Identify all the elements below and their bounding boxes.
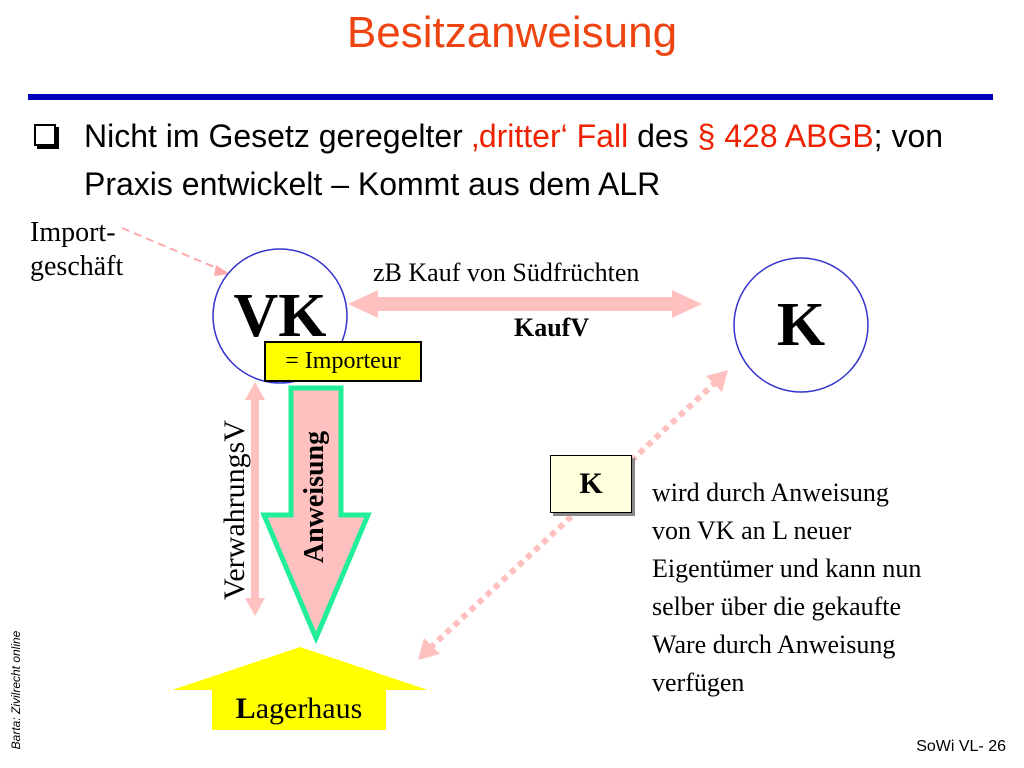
bullet-part-2: ‚dritter‘ Fall bbox=[471, 118, 629, 154]
description-line: Ware durch Anweisung bbox=[652, 630, 896, 659]
description-line: Eigentümer und kann nun bbox=[652, 554, 922, 583]
k-box: K bbox=[550, 455, 632, 513]
bullet-box-icon bbox=[34, 124, 59, 149]
bullet-part-3: des bbox=[628, 118, 698, 154]
import-pointer-arrowhead bbox=[214, 265, 230, 276]
anweisung-label: Anweisung bbox=[299, 430, 330, 564]
lagerhaus-initial: L bbox=[235, 692, 256, 725]
lagerhaus-roof bbox=[172, 647, 428, 690]
description-line: von VK an L neuer bbox=[652, 516, 852, 545]
bullet-part-4: § 428 ABGB bbox=[697, 118, 874, 154]
kaufv-label: KaufV bbox=[514, 313, 590, 342]
k-circle bbox=[733, 257, 869, 393]
bullet-part-1: Nicht im Gesetz geregelter bbox=[84, 118, 472, 154]
bullet-part-5: ; von Praxis entwickelt – Kommt aus dem … bbox=[84, 118, 944, 202]
anweisung-down-arrow bbox=[260, 385, 372, 645]
vk-label: VK bbox=[233, 282, 327, 350]
description-text: wird durch Anweisung von VK an L neuer E… bbox=[652, 474, 992, 702]
verwahrung-label: VerwahrungsV bbox=[218, 420, 251, 600]
description-line: verfügen bbox=[652, 668, 745, 697]
importeur-box: = Importeur bbox=[264, 341, 422, 382]
bullet-text: Nicht im Gesetz geregelter ‚dritter‘ Fal… bbox=[84, 112, 1014, 208]
import-pointer-line bbox=[121, 227, 227, 273]
import-label-line-1: Import- bbox=[30, 217, 116, 248]
page-title: Besitzanweisung bbox=[346, 8, 678, 57]
transfer-arrowhead-top bbox=[706, 370, 728, 392]
verwahrung-double-arrow bbox=[245, 382, 265, 616]
import-label-line-2: geschäft bbox=[30, 251, 124, 282]
lagerhaus-rest: agerhaus bbox=[255, 692, 363, 725]
title-rule bbox=[28, 94, 993, 100]
description-line: wird durch Anweisung bbox=[652, 478, 889, 507]
kauf-example-label: zB Kauf von Südfrüchten bbox=[373, 258, 640, 287]
lagerhaus-box: Lagerhaus bbox=[212, 688, 386, 730]
footer-text: SoWi VL- 26 bbox=[916, 738, 1006, 755]
credit-text: Barta: Zivilrecht online bbox=[9, 630, 23, 750]
import-label: Import- geschäft bbox=[30, 216, 123, 284]
description-line: selber über die gekaufte bbox=[652, 592, 902, 621]
kaufv-double-arrow bbox=[348, 290, 702, 318]
k-label: K bbox=[776, 291, 826, 359]
transfer-arrowhead-bottom bbox=[418, 638, 440, 660]
